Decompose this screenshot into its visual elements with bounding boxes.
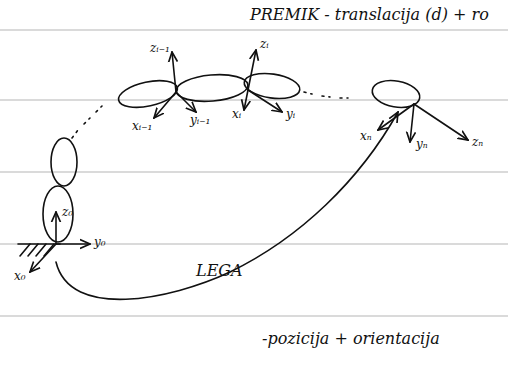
ruled-lines xyxy=(0,30,508,316)
axis-label: yᵢ₋₁ xyxy=(190,114,210,127)
axis-label: xₙ xyxy=(360,130,372,143)
axis-label: yᵢ xyxy=(286,108,295,121)
axis-label: y₀ xyxy=(94,236,106,249)
arc-label: LEGA xyxy=(196,262,243,280)
axis-label: yₙ xyxy=(416,138,428,151)
heading-note: PREMIK - translacija (d) + ro xyxy=(250,6,489,24)
axis-label: z₀ xyxy=(62,206,73,219)
axis-label: zᵢ₋₁ xyxy=(150,42,170,55)
note-text: -pozicija + orientacija xyxy=(262,330,440,348)
axis-label: xᵢ xyxy=(232,108,241,121)
axis-label: xᵢ₋₁ xyxy=(132,120,152,133)
axis-label: x₀ xyxy=(14,270,26,283)
axis-label: zₙ xyxy=(472,136,483,149)
axis-label: zᵢ xyxy=(260,38,269,51)
